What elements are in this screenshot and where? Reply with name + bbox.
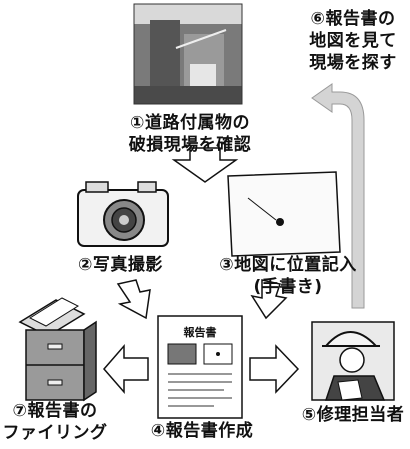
step6-line3: 現場を探す	[309, 53, 397, 73]
arrow-diag-right	[250, 279, 288, 320]
arrow-right	[249, 344, 300, 394]
step3-label: ③地図に位置記入 (手書き)	[218, 254, 358, 298]
step1-label: ①道路付属物の 破損現場を確認	[110, 112, 270, 156]
step1-line1: ①道路付属物の	[130, 113, 250, 133]
step1-line2: 破損現場を確認	[128, 135, 252, 155]
step2-label: ②写真撮影	[78, 255, 163, 275]
map-icon	[227, 171, 341, 257]
report-doc-title: 報告書	[184, 325, 217, 339]
photo-icon	[133, 3, 243, 105]
step3-line2: (手書き)	[253, 277, 323, 297]
arrow-diag-left	[116, 279, 151, 320]
return-arrow	[311, 83, 365, 309]
file-cabinet-icon	[18, 297, 97, 402]
step6-line1: ⑥報告書の	[310, 9, 396, 29]
step6-label: ⑥報告書の 地図を見て 現場を探す	[296, 8, 410, 74]
worker-icon	[311, 321, 395, 401]
report-document-icon	[157, 315, 243, 419]
step5-label: ⑤修理担当者	[301, 405, 405, 425]
camera-icon	[77, 181, 169, 247]
step7-line2: ファイリング	[2, 423, 108, 443]
step7-line1: ⑦報告書の	[12, 401, 98, 421]
arrow-left	[103, 343, 149, 395]
step6-line2: 地図を見て	[309, 31, 397, 51]
step7-label: ⑦報告書の ファイリング	[0, 400, 110, 444]
step3-line1: ③地図に位置記入	[219, 255, 357, 275]
arrow-down-1	[171, 147, 239, 183]
step4-label: ④報告書作成	[150, 421, 254, 441]
